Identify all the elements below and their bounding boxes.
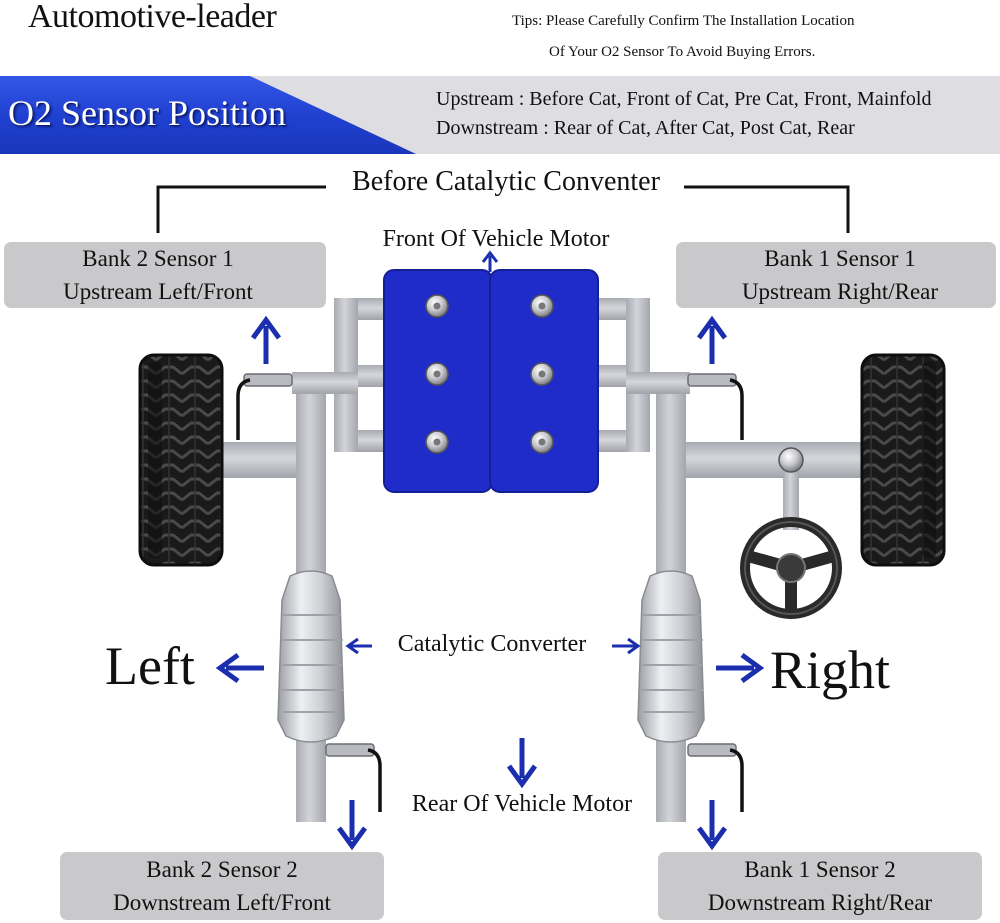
banner-title: O2 Sensor Position xyxy=(8,93,287,133)
label-box-b1s1: Bank 1 Sensor 1 Upstream Right/Rear xyxy=(676,242,996,308)
b1s1-subtitle: Upstream Right/Rear xyxy=(742,279,938,304)
left-catalytic-converter xyxy=(277,570,345,743)
b2s2-subtitle: Downstream Left/Front xyxy=(113,890,331,915)
sensor-b2s2-icon xyxy=(325,743,382,812)
tips-line-2: Of Your O2 Sensor To Avoid Buying Errors… xyxy=(549,44,816,60)
label-box-b2s1: Bank 2 Sensor 1 Upstream Left/Front xyxy=(4,242,326,308)
b1s2-subtitle: Downstream Right/Rear xyxy=(708,890,933,915)
arrow-down-b1s2-icon xyxy=(696,800,728,851)
catalytic-converter-label: Catalytic Converter xyxy=(398,631,587,657)
engine-block xyxy=(383,269,599,493)
b1s1-title: Bank 1 Sensor 1 xyxy=(764,246,915,271)
left-label: Left xyxy=(105,636,195,696)
b2s1-title: Bank 2 Sensor 1 xyxy=(82,246,233,271)
downstream-definition: Downstream : Rear of Cat, After Cat, Pos… xyxy=(436,117,855,139)
arrow-cat-left-icon xyxy=(345,637,372,655)
arrow-up-b2s1-icon xyxy=(250,315,282,364)
left-wheel-icon xyxy=(138,353,224,567)
b2s1-subtitle: Upstream Left/Front xyxy=(63,279,253,304)
label-box-b2s2: Bank 2 Sensor 2 Downstream Left/Front xyxy=(60,852,384,920)
before-cat-bracket xyxy=(156,185,850,233)
arrow-left-icon xyxy=(215,652,264,684)
sensor-b1s2-icon xyxy=(687,743,744,812)
right-wheel-icon xyxy=(860,353,946,567)
right-label: Right xyxy=(770,640,890,700)
arrow-down-rear-icon xyxy=(506,738,538,789)
b1s2-title: Bank 1 Sensor 2 xyxy=(744,857,895,882)
brand-logo-text: Automotive-leader xyxy=(28,0,277,35)
sensor-b2s1-icon xyxy=(236,373,293,440)
before-cat-label: Before Catalytic Conventer xyxy=(352,166,661,197)
upstream-definition: Upstream : Before Cat, Front of Cat, Pre… xyxy=(436,88,932,110)
axle-right xyxy=(668,442,873,478)
label-box-b1s2: Bank 1 Sensor 2 Downstream Right/Rear xyxy=(658,852,982,920)
arrow-down-b2s2-icon xyxy=(336,800,368,851)
arrow-up-b1s1-icon xyxy=(696,315,728,364)
right-exhaust-manifold xyxy=(596,298,690,822)
sensor-b1s1-icon xyxy=(687,373,744,440)
tips-line-1: Tips: Please Carefully Confirm The Insta… xyxy=(512,13,855,29)
front-label: Front Of Vehicle Motor xyxy=(383,226,610,252)
arrow-cat-right-icon xyxy=(612,637,641,655)
steering-wheel-icon xyxy=(740,447,842,619)
rear-label: Rear Of Vehicle Motor xyxy=(412,791,632,817)
right-catalytic-converter xyxy=(637,570,705,743)
b2s2-title: Bank 2 Sensor 2 xyxy=(146,857,297,882)
arrow-up-front-icon xyxy=(481,250,499,272)
arrow-right-icon xyxy=(716,652,765,684)
